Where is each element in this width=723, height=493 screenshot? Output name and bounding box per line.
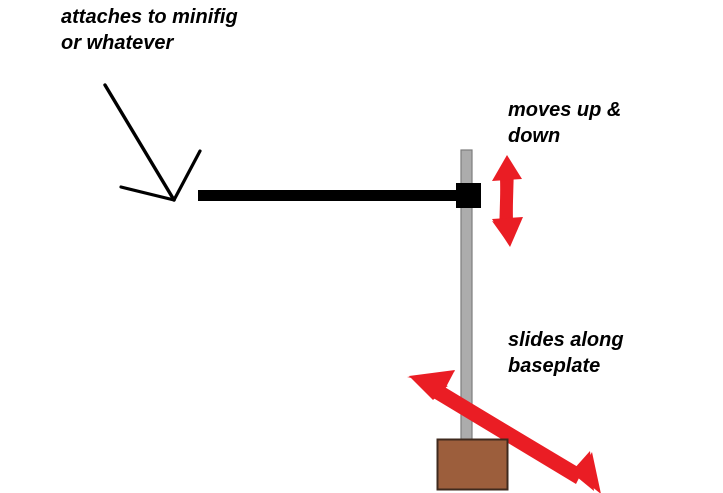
label-attaches-line1: attaches to minifig (61, 6, 238, 28)
black-horizontal-arm (198, 190, 464, 201)
label-slides-line1: slides along (508, 329, 624, 351)
hand-drawn-pointer-arrow (103, 83, 202, 202)
label-attaches-to-minifig: attaches to minifig or whatever (61, 4, 238, 56)
label-slides-line2: baseplate (508, 355, 601, 377)
black-connector-block (456, 183, 481, 208)
brown-baseplate-block (436, 438, 509, 491)
red-vertical-double-arrow (492, 155, 523, 247)
label-moves-up-and-down: moves up & down (508, 97, 621, 149)
label-updown-line1: moves up & (508, 99, 622, 121)
label-updown-line2: down (508, 125, 561, 147)
label-slides-along-baseplate: slides along baseplate (508, 327, 624, 379)
label-attaches-line2: or whatever (61, 32, 174, 54)
red-diagonal-double-arrow (407, 370, 601, 493)
